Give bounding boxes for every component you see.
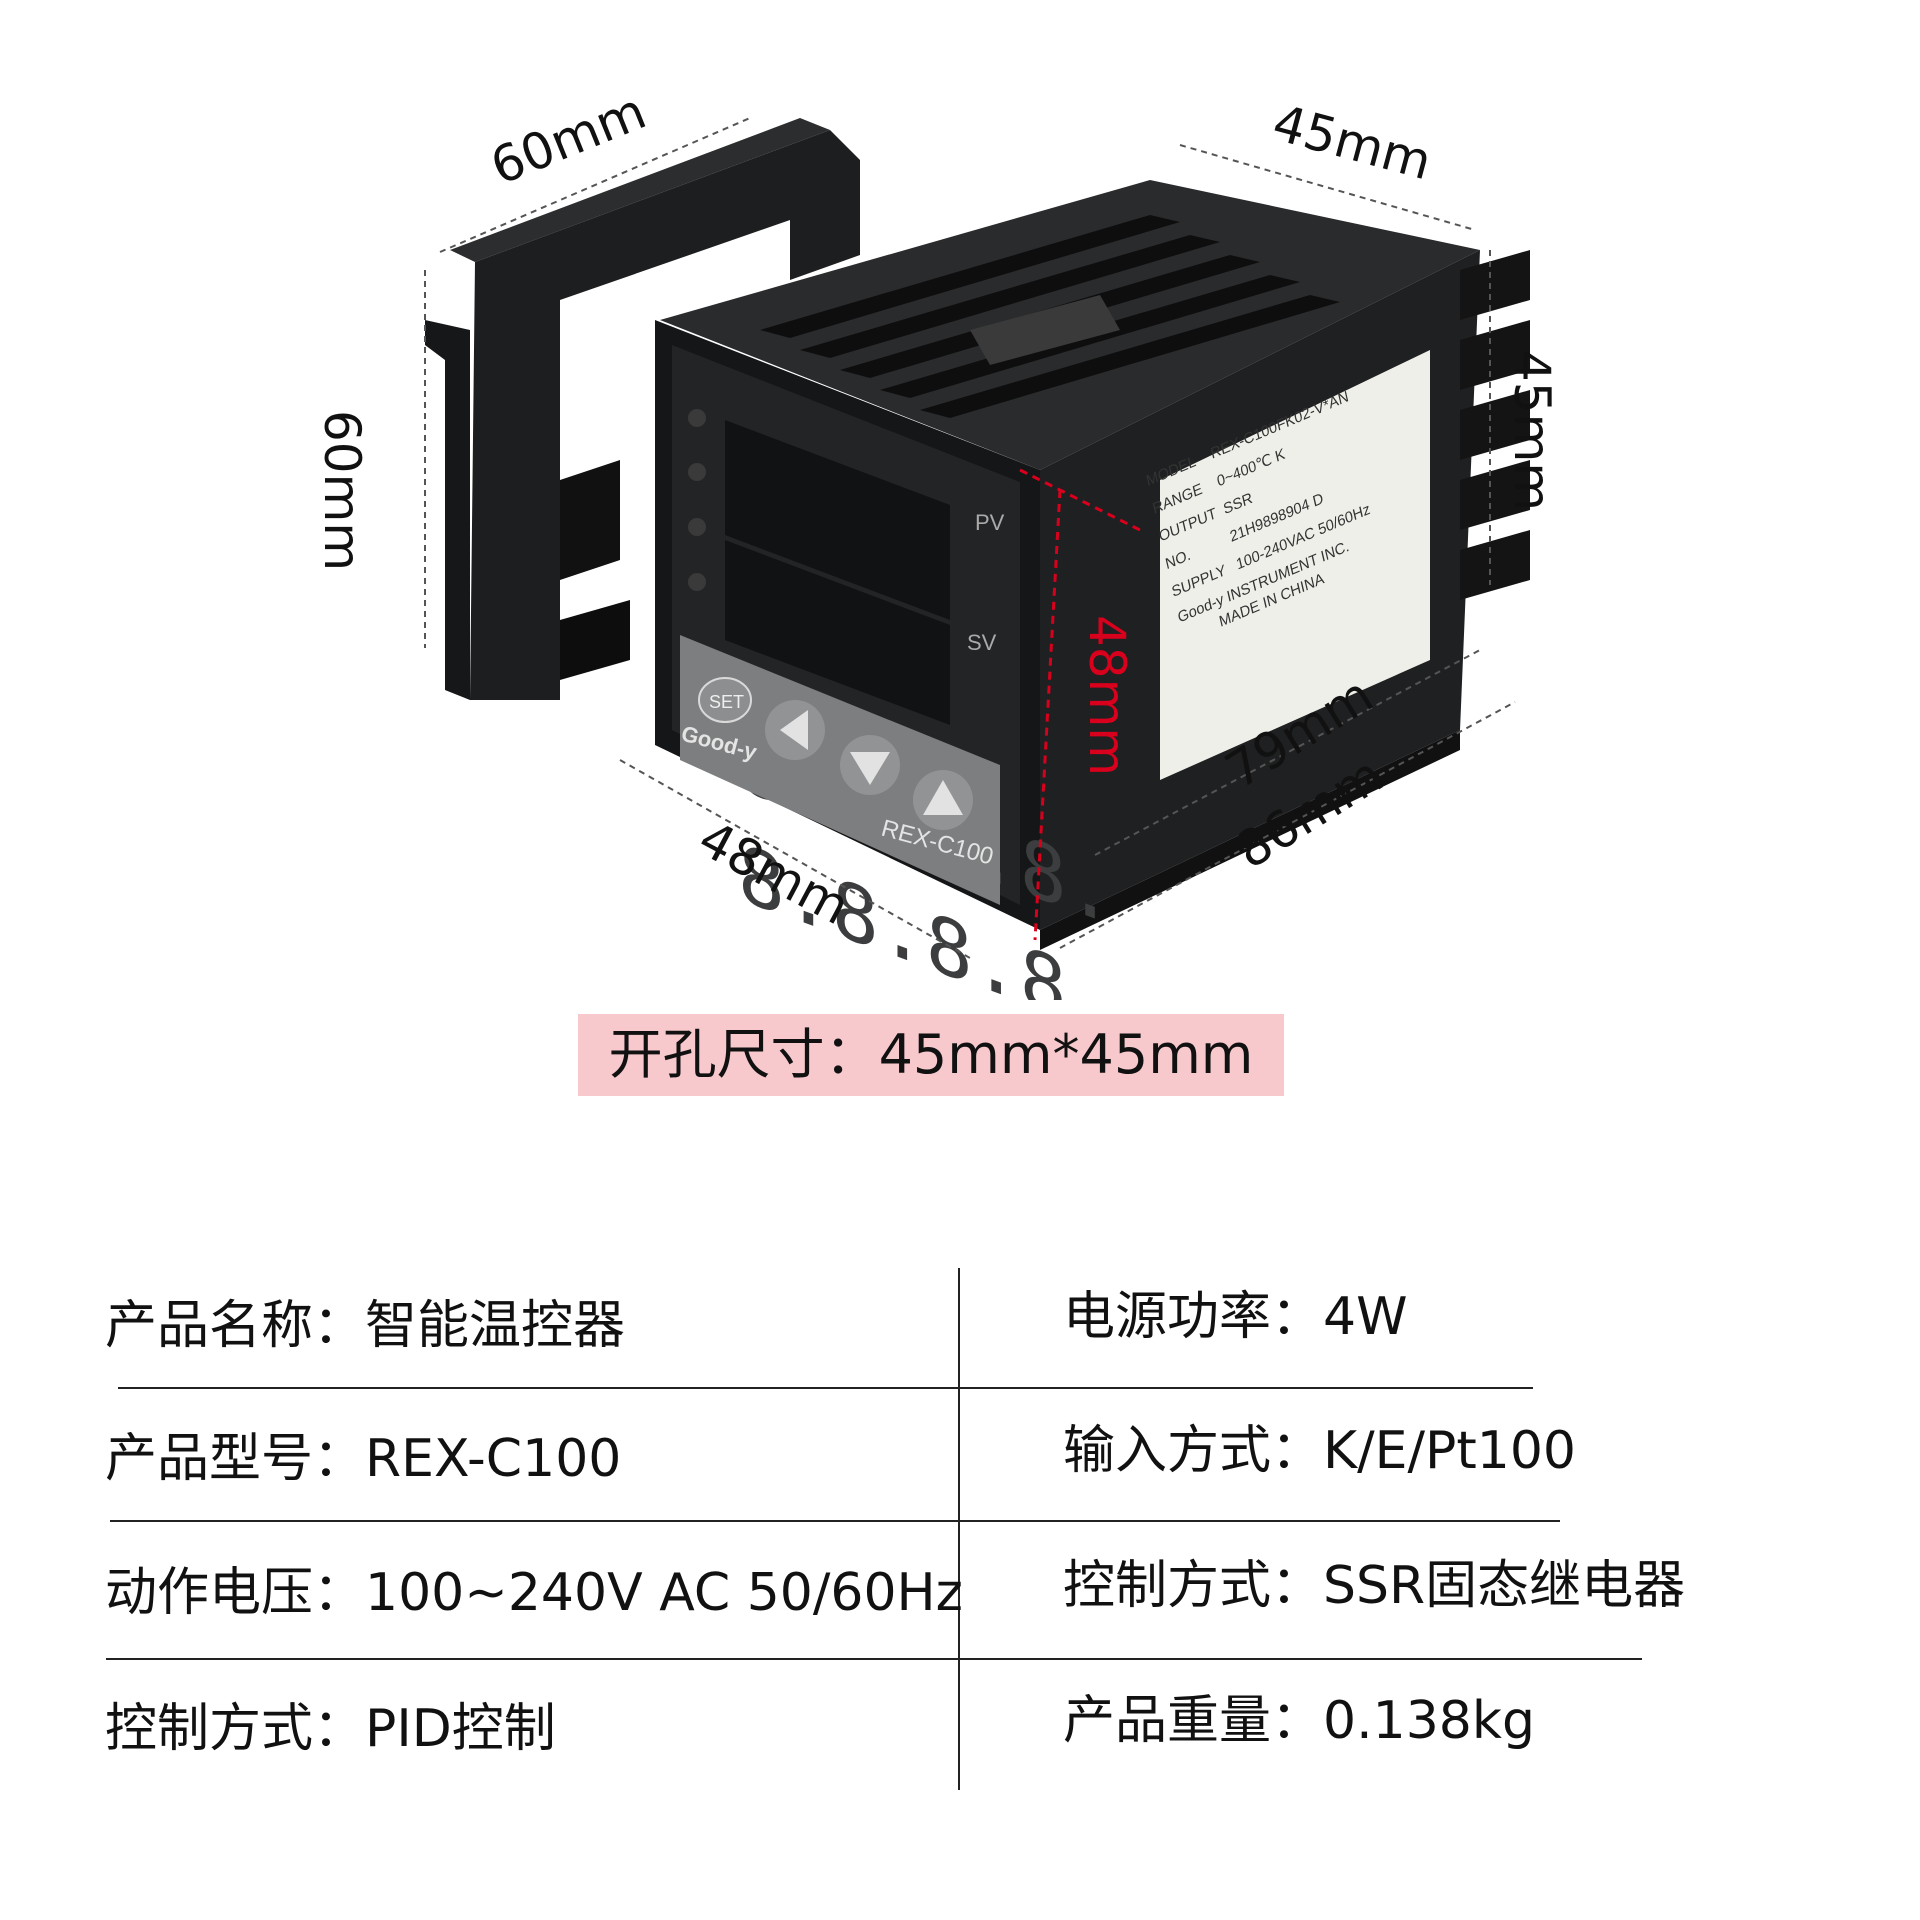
spec-power: 电源功率：4W bbox=[1063, 1286, 1408, 1348]
mounting-bracket bbox=[425, 118, 860, 700]
set-key-label: SET bbox=[709, 692, 744, 712]
spec-value: 智能温控器 bbox=[365, 1296, 626, 1356]
cutout-label: 开孔尺寸： bbox=[608, 1023, 879, 1086]
spec-label: 产品名称： bbox=[105, 1296, 366, 1356]
dimension-lines bbox=[424, 117, 1516, 959]
dim-body-side-height: 45mm bbox=[1503, 350, 1561, 511]
spec-label: 电源功率： bbox=[1063, 1287, 1324, 1347]
up-key[interactable] bbox=[913, 770, 973, 830]
up-arrow-icon bbox=[923, 780, 963, 815]
controller-body: MODEL REX-C100FK02-V*AN RANGE 0~400℃ K O… bbox=[660, 180, 1530, 950]
cutout-size-banner: 开孔尺寸：45mm*45mm bbox=[578, 1014, 1284, 1096]
controller-front: 8.8.8.8. 8.8.8.8. PV SV SET Good-y REX-C… bbox=[655, 320, 1114, 1000]
front-height-dimension-line bbox=[1033, 489, 1062, 941]
spec-value: REX-C100 bbox=[365, 1429, 622, 1489]
dim-clip-width: 60mm bbox=[483, 82, 654, 196]
row-divider bbox=[118, 1387, 1533, 1389]
spec-label: 输入方式： bbox=[1063, 1421, 1324, 1481]
row-divider bbox=[110, 1520, 1560, 1522]
spec-output-control: 控制方式：SSR固态继电器 bbox=[1063, 1555, 1685, 1617]
spec-label: 产品重量： bbox=[1063, 1691, 1324, 1751]
spec-value: PID控制 bbox=[365, 1699, 556, 1759]
spec-operating-voltage: 动作电压：100~240V AC 50/60Hz bbox=[105, 1562, 963, 1624]
down-arrow-icon bbox=[850, 752, 890, 785]
spec-label: 动作电压： bbox=[105, 1563, 366, 1623]
row-divider bbox=[106, 1658, 1642, 1660]
shift-key[interactable] bbox=[765, 700, 825, 760]
spec-value: SSR固态继电器 bbox=[1323, 1556, 1686, 1616]
spec-value: K/E/Pt100 bbox=[1323, 1421, 1577, 1481]
spec-product-name: 产品名称：智能温控器 bbox=[105, 1295, 625, 1357]
product-figure: MODEL REX-C100FK02-V*AN RANGE 0~400℃ K O… bbox=[313, 82, 1561, 1000]
cutout-value: 45mm*45mm bbox=[878, 1023, 1254, 1086]
spec-weight: 产品重量：0.138kg bbox=[1063, 1690, 1535, 1752]
spec-value: 0.138kg bbox=[1323, 1691, 1536, 1751]
column-divider bbox=[958, 1268, 960, 1790]
spec-control-mode: 控制方式：PID控制 bbox=[105, 1698, 556, 1760]
dim-clip-height: 60mm bbox=[313, 410, 371, 571]
sv-label: SV bbox=[967, 630, 997, 655]
set-key[interactable]: SET bbox=[698, 677, 752, 723]
spec-product-model: 产品型号：REX-C100 bbox=[105, 1428, 621, 1490]
dim-front-height: 48mm bbox=[1078, 615, 1136, 776]
spec-label: 控制方式： bbox=[1063, 1556, 1324, 1616]
spec-label: 产品型号： bbox=[105, 1429, 366, 1489]
dim-body-top-width: 45mm bbox=[1267, 94, 1438, 192]
down-key[interactable] bbox=[840, 735, 900, 795]
spec-value: 100~240V AC 50/60Hz bbox=[365, 1563, 963, 1623]
spec-value: 4W bbox=[1323, 1287, 1408, 1347]
spec-input-type: 输入方式：K/E/Pt100 bbox=[1063, 1420, 1576, 1482]
pv-label: PV bbox=[975, 510, 1005, 535]
left-arrow-icon bbox=[780, 710, 808, 750]
spec-label: 控制方式： bbox=[105, 1699, 366, 1759]
